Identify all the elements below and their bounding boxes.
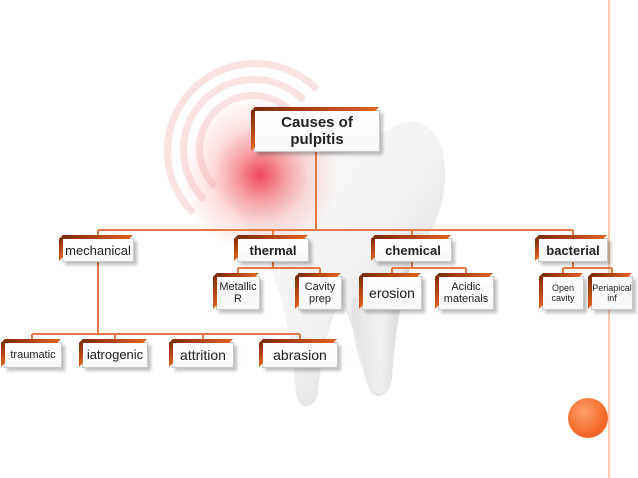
node-metallic-r: Metallic R (216, 276, 260, 310)
slide-frame-line (608, 0, 610, 478)
node-bacterial-label: bacterial (546, 242, 600, 258)
node-chemical: chemical (374, 238, 452, 262)
node-traumatic-label: traumatic (10, 349, 56, 361)
node-iatrogenic: iatrogenic (82, 342, 148, 368)
node-bacterial: bacterial (538, 238, 608, 262)
node-metallic-r-label: Metallic R (219, 281, 257, 305)
node-thermal-label: thermal (249, 242, 297, 258)
pain-ring (164, 60, 346, 242)
node-root-label: Causes of pulpitis (281, 114, 353, 148)
node-attrition: attrition (172, 342, 234, 368)
node-mechanical-label: mechanical (65, 242, 131, 258)
node-attrition-label: attrition (180, 347, 226, 363)
node-cavity-prep-label: Cavity prep (304, 281, 336, 305)
node-root: Causes of pulpitis (254, 110, 380, 152)
node-periapical-inf-label: Periapical inf (592, 283, 632, 303)
node-abrasion-label: abrasion (273, 347, 327, 363)
node-acidic-materials-label: Acidic materials (443, 281, 489, 305)
node-traumatic: traumatic (4, 342, 62, 368)
orange-circle-decoration (568, 398, 608, 438)
node-erosion: erosion (362, 276, 422, 310)
node-open-cavity: Open cavity (542, 276, 584, 310)
node-mechanical: mechanical (62, 238, 134, 262)
node-iatrogenic-label: iatrogenic (86, 347, 144, 362)
node-abrasion: abrasion (262, 342, 338, 368)
node-erosion-label: erosion (369, 285, 415, 301)
node-chemical-label: chemical (385, 242, 441, 258)
node-acidic-materials: Acidic materials (438, 276, 494, 310)
node-cavity-prep: Cavity prep (298, 276, 342, 310)
node-periapical-inf: Periapical inf (591, 276, 633, 310)
node-open-cavity-label: Open cavity (551, 283, 575, 303)
node-thermal: thermal (237, 238, 309, 262)
